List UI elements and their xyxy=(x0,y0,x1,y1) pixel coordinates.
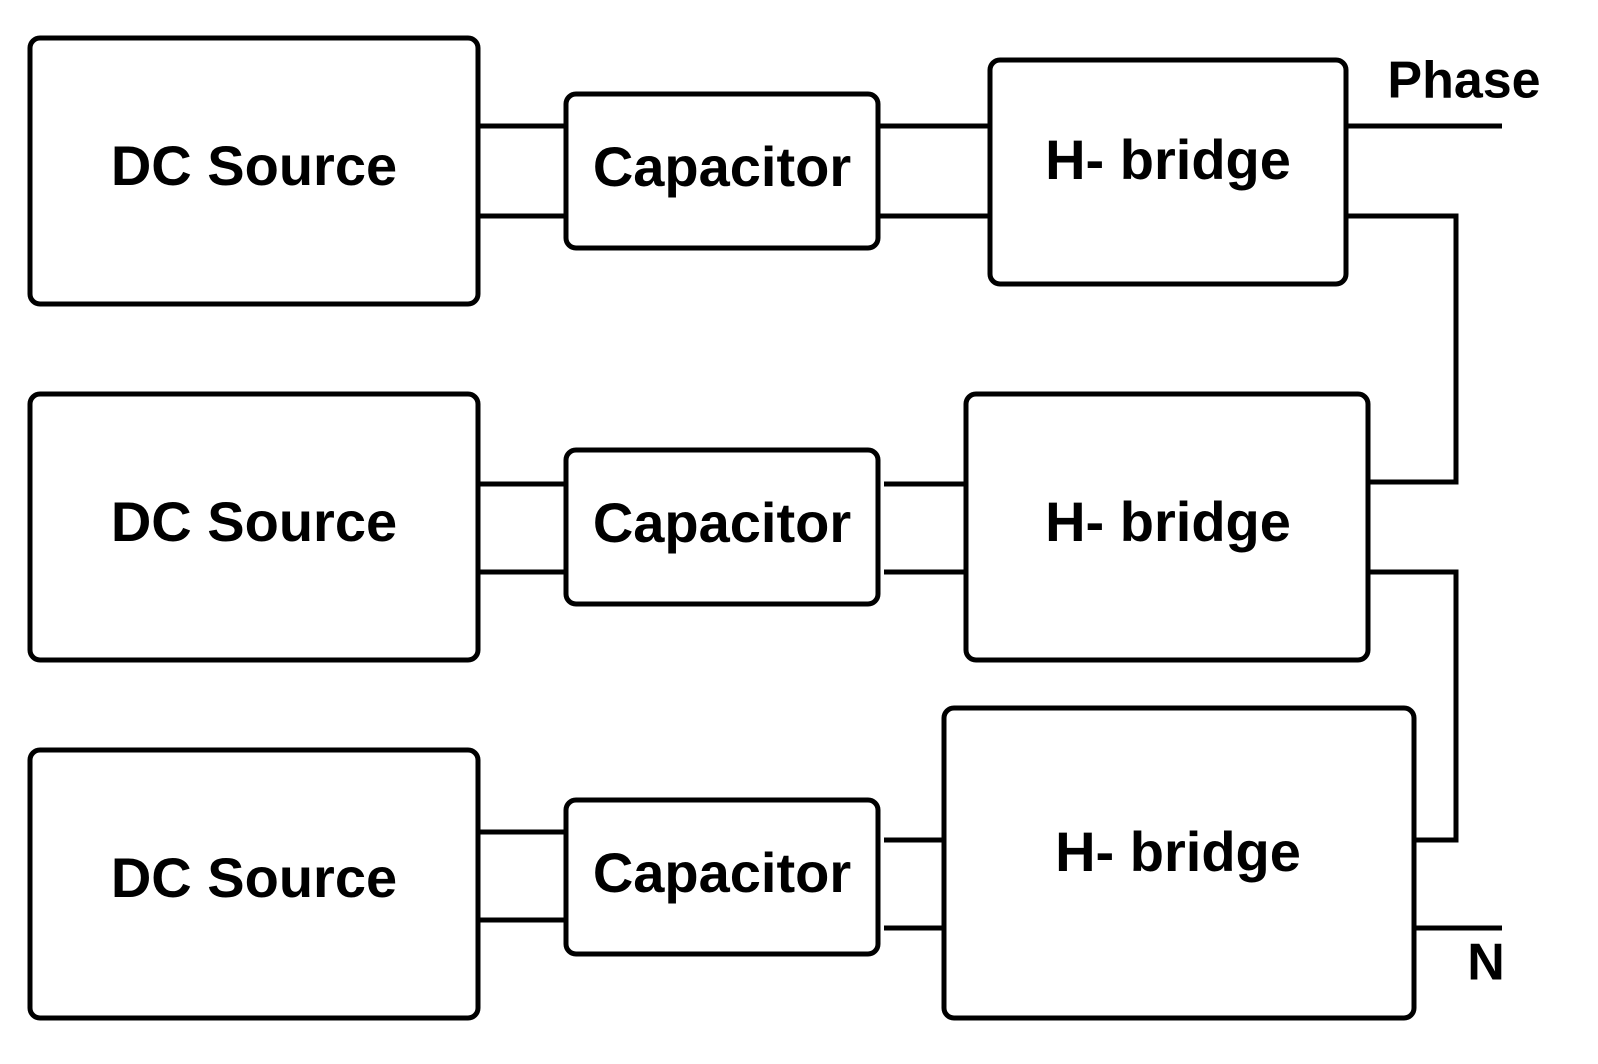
capacitor-label: Capacitor xyxy=(593,135,851,198)
dc-source-block xyxy=(27,747,481,1021)
dc-source-block xyxy=(27,391,481,663)
phase-terminal-label: Phase xyxy=(1387,52,1540,110)
capacitor-block xyxy=(563,91,881,251)
h-bridge-block xyxy=(987,57,1349,287)
h-bridge-label: H- bridge xyxy=(1045,128,1291,191)
h-bridge-label: H- bridge xyxy=(1045,490,1291,553)
dc-source-block xyxy=(27,35,481,307)
h-bridge-block xyxy=(963,391,1371,663)
stage-3: DC Source Capacitor H- bridge xyxy=(27,705,1417,1021)
capacitor-label: Capacitor xyxy=(593,841,851,904)
capacitor-label: Capacitor xyxy=(593,491,851,554)
dc-source-label: DC Source xyxy=(111,846,397,909)
h-bridge-label: H- bridge xyxy=(1055,820,1301,883)
dc-source-label: DC Source xyxy=(111,134,397,197)
stage-2: DC Source Capacitor H- bridge xyxy=(27,391,1371,663)
h-bridge-block xyxy=(941,705,1417,1021)
stage-1: DC Source Capacitor H- bridge xyxy=(27,35,1349,307)
capacitor-block xyxy=(563,447,881,607)
capacitor-block xyxy=(563,797,881,957)
bridge-1-to-bridge-2-wire xyxy=(1346,213,1459,485)
neutral-terminal-label: N xyxy=(1467,934,1505,992)
bridge-2-to-bridge-3-wire xyxy=(1370,569,1459,843)
dc-source-label: DC Source xyxy=(111,490,397,553)
